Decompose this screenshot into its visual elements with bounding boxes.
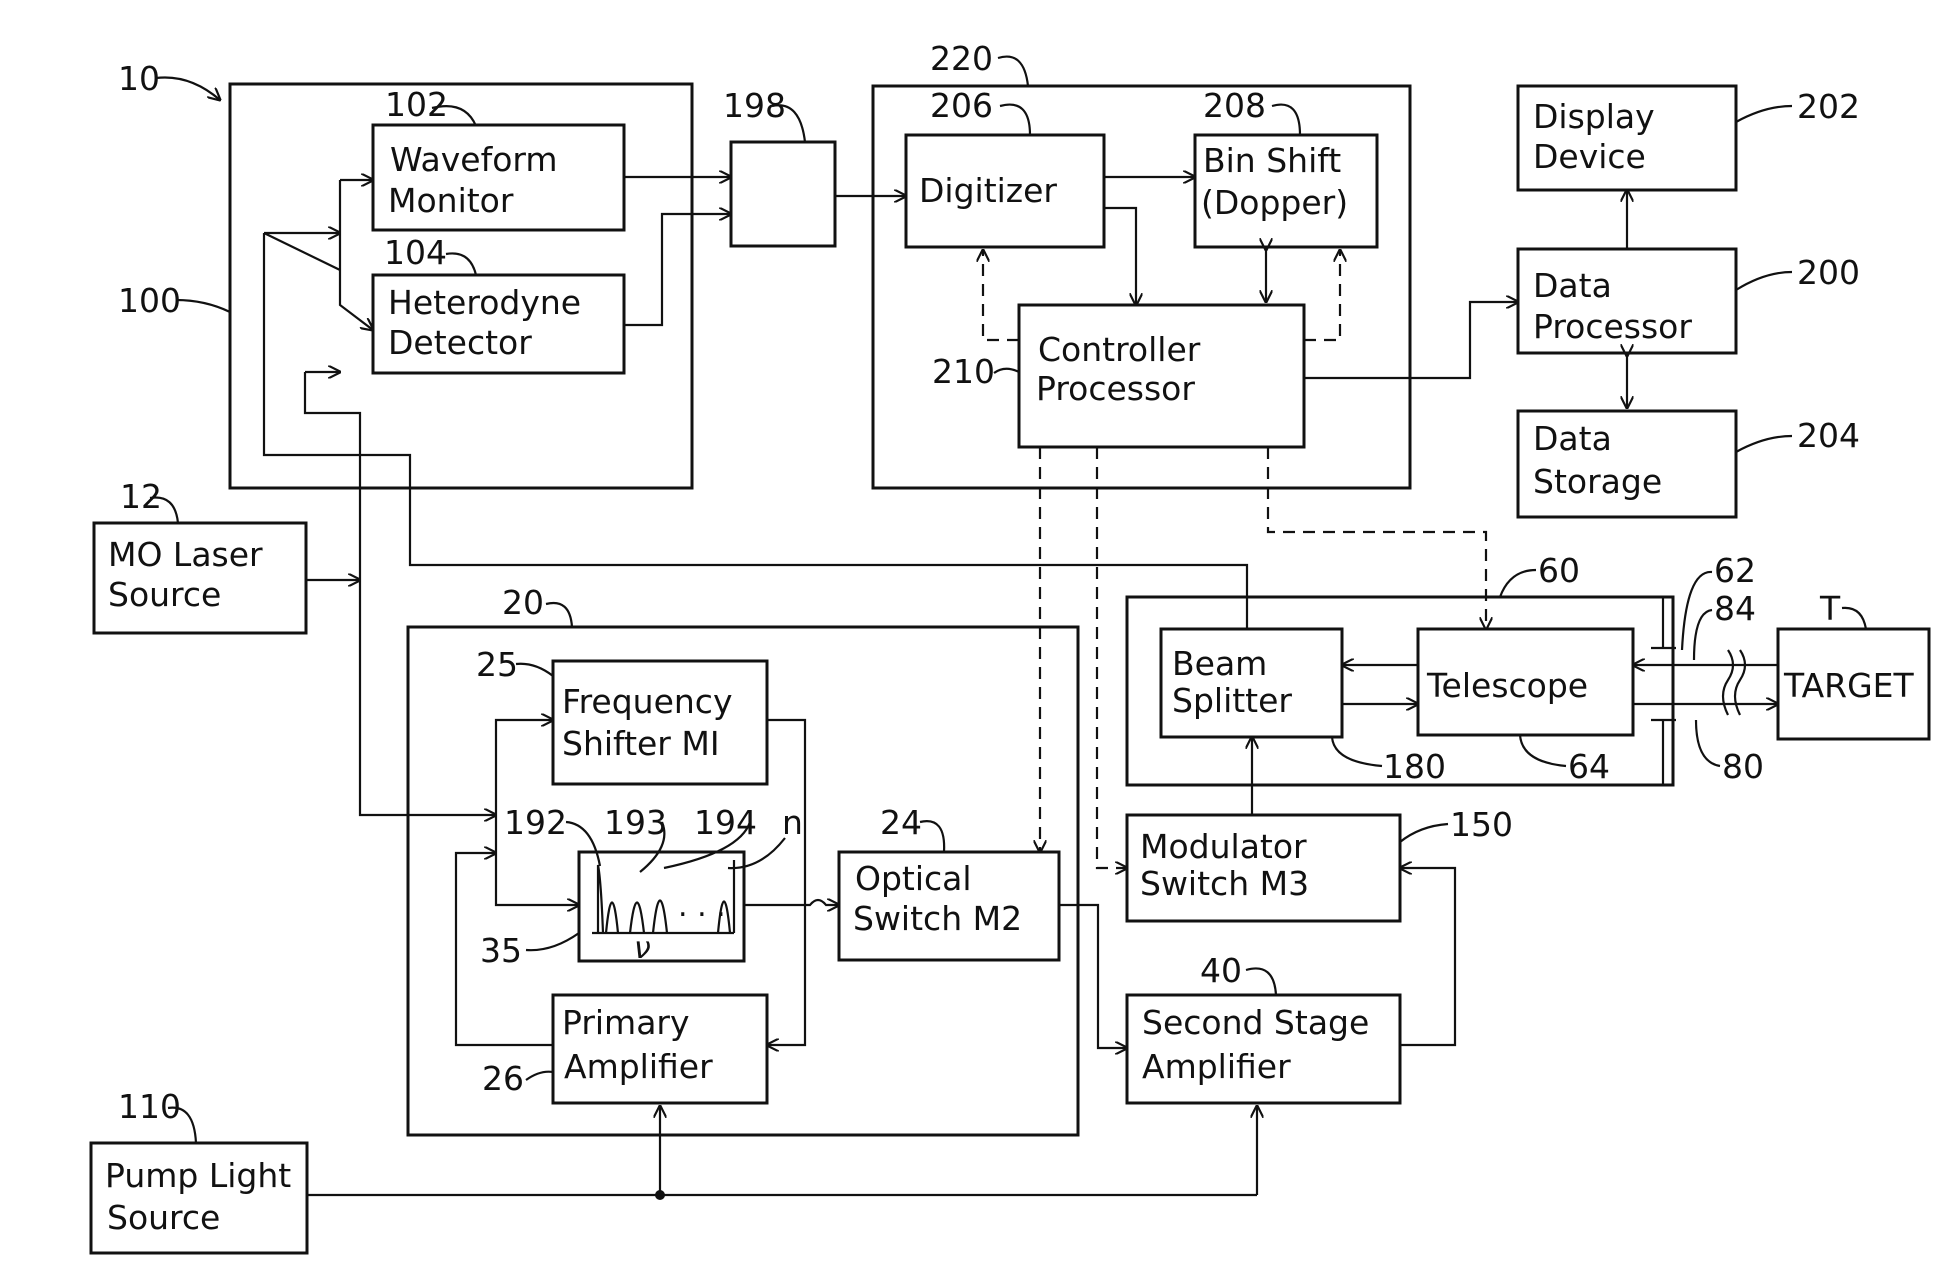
heterodyne-detector-label-1: Heterodyne	[388, 283, 581, 322]
ref-110: 110	[118, 1087, 181, 1126]
ref-202: 202	[1797, 87, 1860, 126]
optical-switch-block: Optical Switch M2	[839, 852, 1059, 960]
second-stage-amplifier-label-2: Amplifier	[1142, 1047, 1291, 1086]
junction-dot	[655, 1190, 665, 1200]
mo-laser-source-block: MO Laser Source	[94, 523, 306, 633]
second-stage-amplifier-label-1: Second Stage	[1142, 1003, 1369, 1042]
ref-200: 200	[1797, 253, 1860, 292]
pump-light-source-label-2: Source	[107, 1198, 220, 1237]
frequency-shifter-label-2: Shifter MI	[562, 724, 720, 763]
ref-80: 80	[1722, 747, 1764, 786]
ref-26: 26	[482, 1059, 524, 1098]
telescope-label: Telescope	[1426, 666, 1588, 705]
bin-shift-label-2: (Dopper)	[1201, 183, 1348, 222]
primary-amplifier-label-2: Amplifier	[564, 1047, 713, 1086]
modulator-switch-block: Modulator Switch M3	[1127, 815, 1400, 921]
display-device-label-2: Device	[1533, 137, 1646, 176]
waveform-monitor-label-1: Waveform	[390, 140, 558, 179]
data-storage-label-1: Data	[1533, 419, 1612, 458]
mo-laser-source-label-1: MO Laser	[108, 535, 263, 574]
controller-processor-label-2: Processor	[1036, 369, 1195, 408]
ref-102: 102	[385, 85, 448, 124]
heterodyne-detector-label-2: Detector	[388, 323, 532, 362]
ref-194: 194	[694, 803, 757, 842]
ref-10: 10	[118, 59, 160, 98]
ref-62: 62	[1714, 551, 1756, 590]
pump-light-source-label-1: Pump Light	[105, 1156, 291, 1195]
ref-20: 20	[502, 583, 544, 622]
heterodyne-detector-block: Heterodyne Detector	[373, 275, 624, 373]
ref-24: 24	[880, 803, 922, 842]
ref-40: 40	[1200, 951, 1242, 990]
primary-amplifier-label-1: Primary	[562, 1003, 690, 1042]
data-processor-label-2: Processor	[1533, 307, 1692, 346]
bin-shift-label-1: Bin Shift	[1203, 141, 1341, 180]
mo-laser-source-label-2: Source	[108, 575, 221, 614]
ref-104: 104	[384, 233, 447, 272]
ref-206: 206	[930, 86, 993, 125]
second-stage-amplifier-block: Second Stage Amplifier	[1127, 995, 1400, 1103]
digitizer-label: Digitizer	[919, 171, 1057, 210]
data-processor-label-1: Data	[1533, 266, 1612, 305]
ref-35: 35	[480, 931, 522, 970]
digitizer-block: Digitizer	[906, 135, 1104, 247]
ref-n: n	[782, 803, 803, 842]
modulator-switch-label-2: Switch M3	[1140, 864, 1309, 903]
ref-100: 100	[118, 281, 181, 320]
data-storage-block: Data Storage	[1518, 411, 1736, 517]
ref-84: 84	[1714, 589, 1756, 628]
target-block: TARGET	[1778, 629, 1929, 739]
ref-T: T	[1819, 589, 1841, 628]
display-device-label-1: Display	[1533, 97, 1655, 136]
controller-processor-block: Controller Processor	[1019, 305, 1304, 447]
ref-210: 210	[932, 352, 995, 391]
spectrum-peak-4	[653, 901, 667, 934]
spectrum-axis-label: ν	[634, 931, 651, 966]
block-198	[731, 142, 835, 246]
spectrum-peak-2	[606, 903, 618, 934]
ref-150: 150	[1450, 805, 1513, 844]
telescope-block: Telescope	[1418, 629, 1633, 735]
display-device-block: Display Device	[1518, 86, 1736, 190]
ref-193: 193	[604, 803, 667, 842]
data-processor-block: Data Processor	[1518, 249, 1736, 353]
ref-204: 204	[1797, 416, 1860, 455]
optical-switch-label-1: Optical	[855, 859, 972, 898]
frequency-shifter-block: Frequency Shifter MI	[553, 661, 767, 784]
pump-light-source-block: Pump Light Source	[91, 1143, 307, 1253]
data-storage-label-2: Storage	[1533, 462, 1662, 501]
beam-splitter-label-2: Splitter	[1172, 681, 1292, 720]
spectrum-peak-1	[598, 865, 603, 933]
controller-processor-label-1: Controller	[1038, 330, 1201, 369]
waveform-monitor-block: Waveform Monitor	[373, 125, 624, 230]
spectrum-block-35: . . . ν	[579, 852, 744, 966]
primary-amplifier-block: Primary Amplifier	[553, 995, 767, 1103]
ref-180: 180	[1383, 747, 1446, 786]
ref-64: 64	[1568, 747, 1610, 786]
optical-switch-label-2: Switch M2	[853, 899, 1022, 938]
spectrum-peak-3	[630, 903, 644, 934]
ref-220: 220	[930, 39, 993, 78]
beam-splitter-block: Beam Splitter	[1161, 629, 1342, 737]
waveform-monitor-label-2: Monitor	[388, 181, 514, 220]
frequency-shifter-label-1: Frequency	[562, 682, 732, 721]
ref-25: 25	[476, 645, 518, 684]
bin-shift-block: Bin Shift (Dopper)	[1195, 135, 1377, 247]
ref-192: 192	[504, 803, 567, 842]
modulator-switch-label-1: Modulator	[1140, 827, 1307, 866]
ref-208: 208	[1203, 86, 1266, 125]
target-label: TARGET	[1783, 666, 1915, 705]
beam-splitter-label-1: Beam	[1172, 644, 1267, 683]
ref-60: 60	[1538, 551, 1580, 590]
